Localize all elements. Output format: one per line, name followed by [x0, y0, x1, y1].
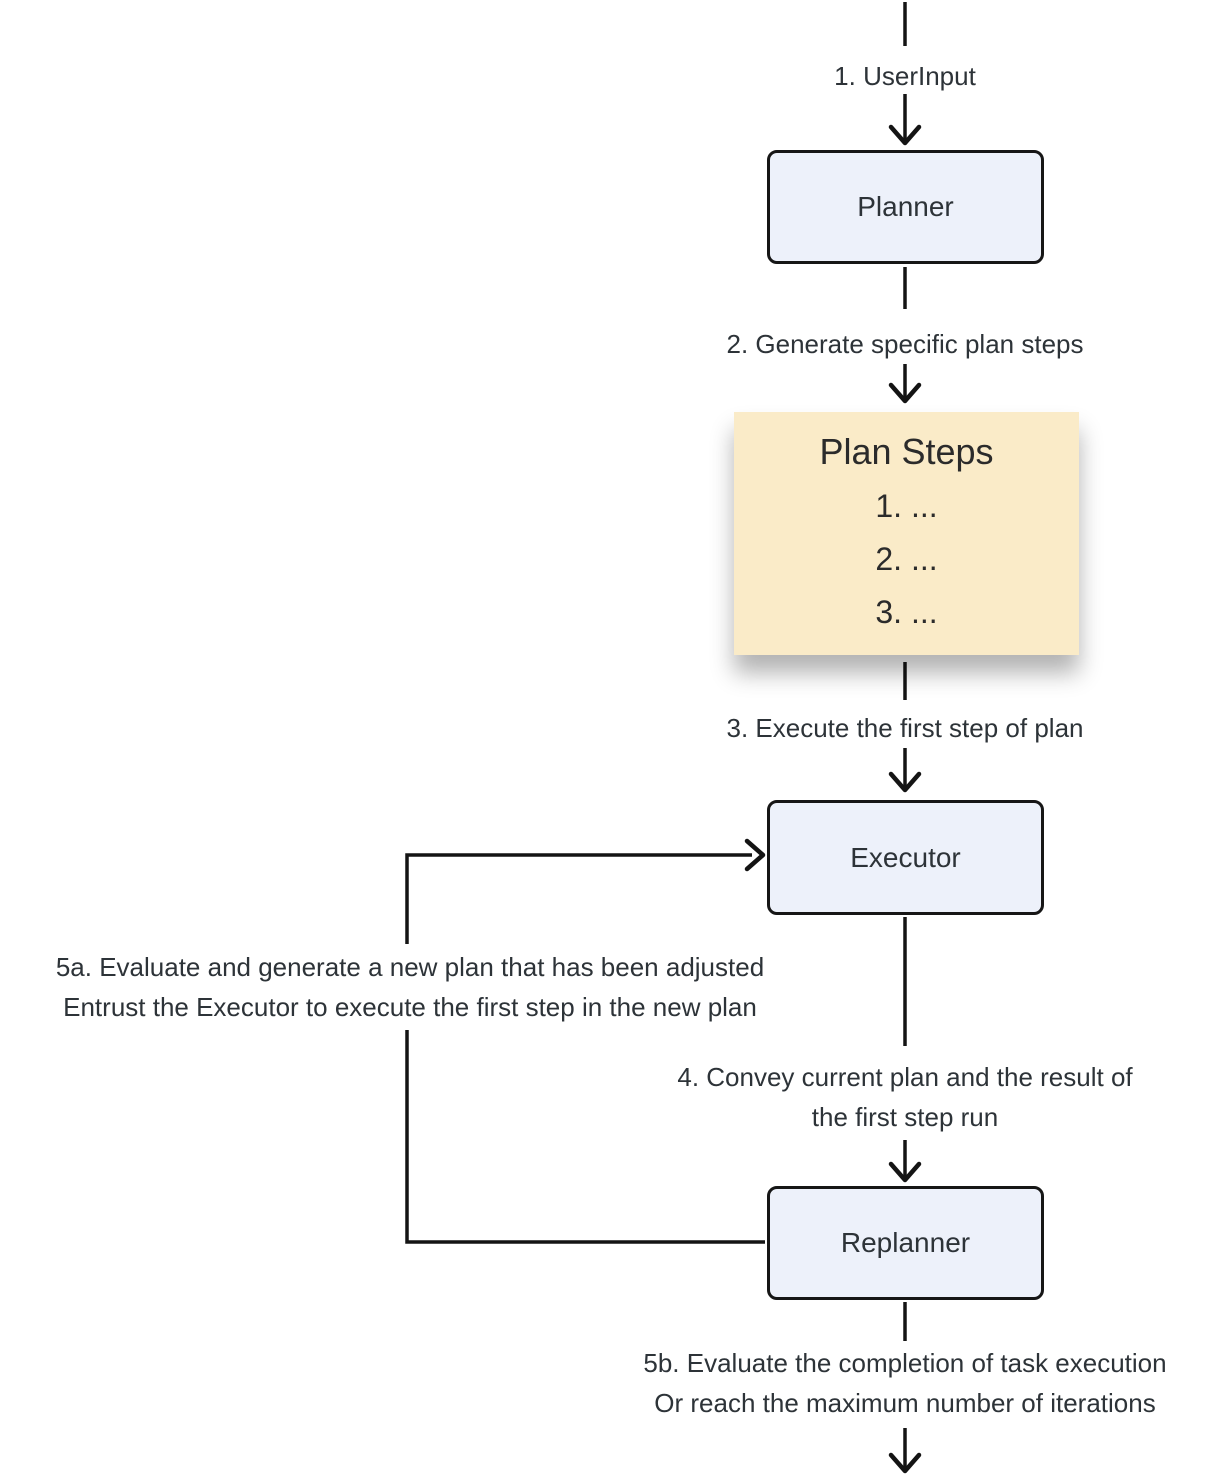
node-planner-label: Planner [857, 191, 954, 222]
edge-label-replan-loop: 5a. Evaluate and generate a new plan tha… [47, 944, 773, 1030]
arrowhead-into-executor-icon [888, 771, 922, 793]
arrowhead-into-replanner-icon [888, 1161, 922, 1183]
plan-steps-item: 3. ... [875, 594, 938, 630]
plan-steps-item: 2. ... [875, 541, 938, 577]
node-planner: Planner [767, 150, 1044, 264]
node-executor-label: Executor [850, 841, 961, 873]
arrowhead-finish-icon [888, 1452, 922, 1474]
edge-label-convey-result: 4. Convey current plan and the result of… [677, 1057, 1132, 1137]
edge-label-user-input: 1. UserInput [834, 61, 976, 91]
edge-label-execute-first: 3. Execute the first step of plan [726, 713, 1084, 743]
edge-label-replan-loop-line1: 5a. Evaluate and generate a new plan tha… [55, 952, 765, 982]
edge-label-replan-loop-line2: Entrust the Executor to execute the firs… [63, 992, 757, 1022]
edge-label-finish-line1: 5b. Evaluate the completion of task exec… [643, 1348, 1167, 1378]
plan-steps-item: 1. ... [875, 488, 938, 524]
edge-label-finish-line2: Or reach the maximum number of iteration… [654, 1388, 1156, 1418]
node-replanner: Replanner [767, 1186, 1044, 1300]
edge-label-finish: 5b. Evaluate the completion of task exec… [643, 1343, 1166, 1423]
arrowhead-loop-into-executor-icon [744, 838, 766, 872]
node-replanner-label: Replanner [840, 1227, 971, 1258]
edge-label-generate-plan: 2. Generate specific plan steps [726, 329, 1084, 359]
edge-label-convey-result-line2: the first step run [811, 1102, 999, 1132]
plan-steps-title: Plan Steps [819, 431, 994, 472]
edge-replan-loop-line [405, 853, 765, 1244]
arrowhead-into-planner-icon [888, 124, 922, 146]
edge-label-convey-result-line1: 4. Convey current plan and the result of [677, 1062, 1133, 1092]
arrowhead-into-plan-steps-icon [888, 382, 922, 404]
node-plan-steps: Plan Steps 1. ... 2. ... 3. ... [734, 412, 1079, 655]
node-executor: Executor [767, 800, 1044, 915]
